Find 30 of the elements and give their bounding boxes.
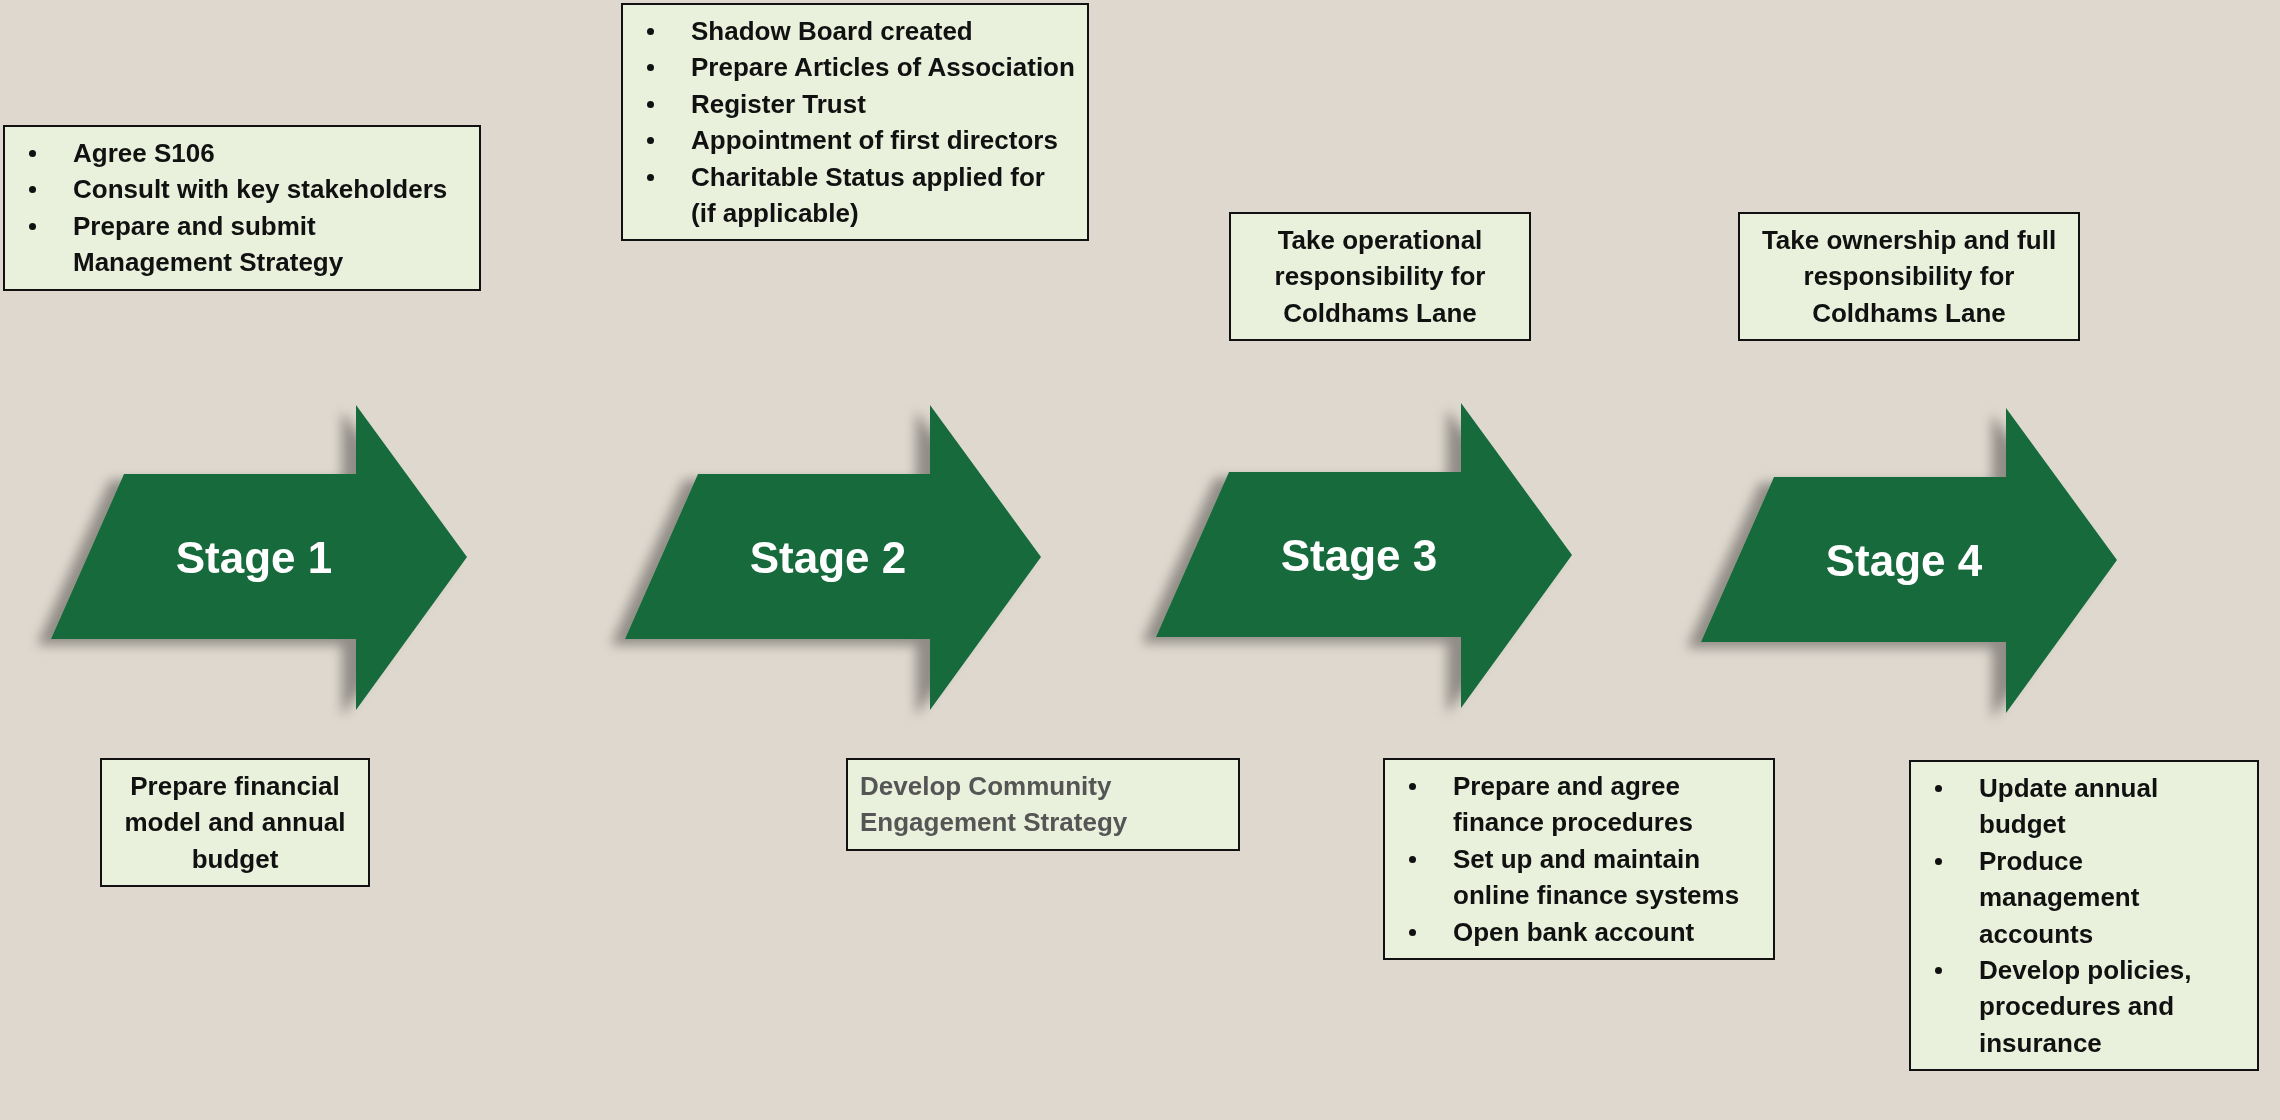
note-box	[1909, 760, 2259, 1072]
note-box	[1738, 212, 2080, 342]
bullet-item: Prepare and submit Management Strategy	[19, 207, 467, 281]
bullet-item: Prepare and agree finance procedures	[1399, 768, 1761, 841]
note-text: Take ownership and full responsibility for Coldhams Lane	[1760, 224, 2058, 330]
bullet-item: Develop policies, procedures and insurance	[1925, 951, 2245, 1062]
bullet-item: Open bank account	[1399, 913, 1761, 950]
note-text: Develop Community Engagement Strategy	[860, 770, 1129, 840]
bullet-item: Update annual budget	[1925, 770, 2245, 843]
bullet-item: Set up and maintain online finance systems	[1399, 840, 1761, 914]
stage-label: Stage 3	[1280, 530, 1438, 581]
note-text: Prepare financial model and annual budget	[123, 770, 347, 876]
note-box	[1383, 758, 1775, 960]
bullet-item: Shadow Board created	[637, 13, 1075, 50]
note-box	[846, 758, 1240, 851]
bullet-item: Charitable Status applied for (if applicable)	[637, 158, 1075, 232]
stage-label: Stage 4	[1825, 535, 1983, 586]
note-box	[621, 3, 1089, 242]
bullet-item: Produce management accounts	[1925, 842, 2245, 952]
bullet-item: Prepare Articles of Association	[637, 49, 1075, 86]
stage-label: Stage 2	[749, 532, 907, 583]
bullet-item: Register Trust	[637, 85, 1075, 123]
note-box	[100, 758, 370, 888]
note-text: Take operational responsibility for Coldhams Lane	[1273, 224, 1487, 330]
stage-label: Stage 1	[175, 532, 333, 583]
bullet-item: Agree S106	[19, 135, 467, 172]
note-box	[1229, 212, 1531, 342]
bullet-item: Appointment of first directors	[637, 122, 1075, 159]
note-box	[3, 125, 481, 291]
bullet-item: Consult with key stakeholders	[19, 171, 467, 208]
